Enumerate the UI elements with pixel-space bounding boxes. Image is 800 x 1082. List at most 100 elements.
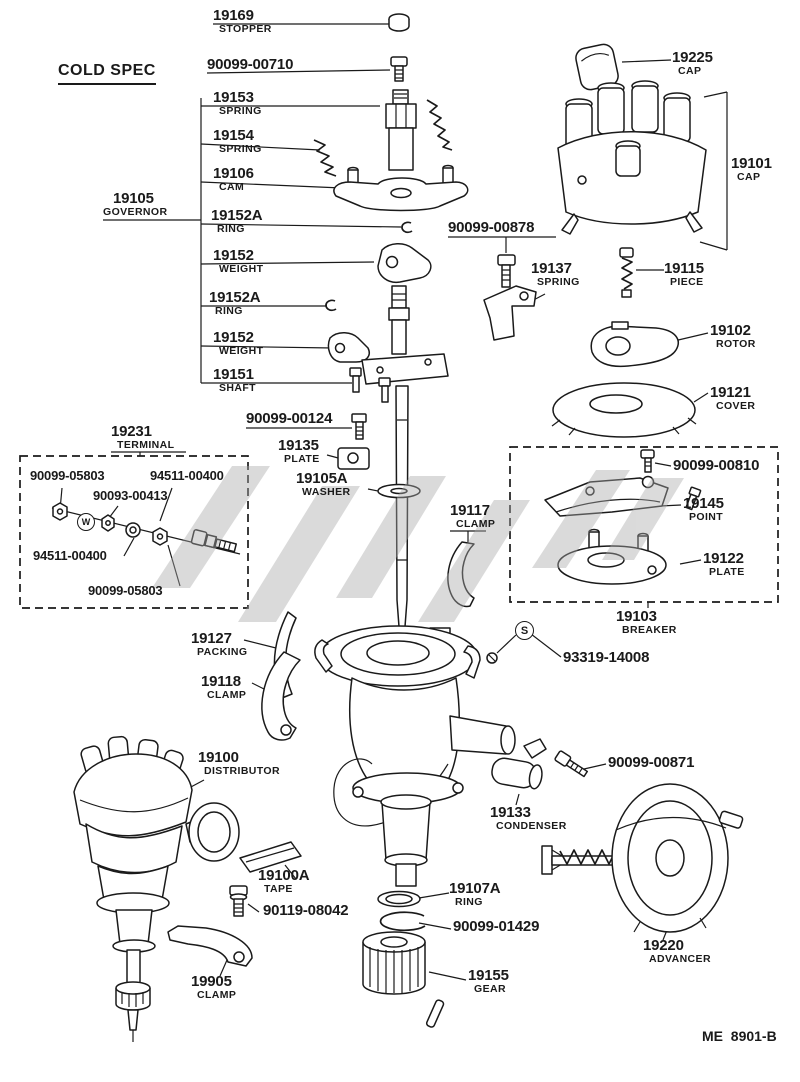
distributor-housing-drawing [314, 625, 516, 887]
rotor-19102-drawing [590, 321, 679, 368]
clamp-19117-drawing [447, 541, 475, 608]
label-94511-00400-lower: 94511-00400 [33, 549, 107, 563]
screw-breaker-second-drawing [685, 486, 702, 511]
part-name: WEIGHT [219, 262, 264, 275]
part-number: 19905 [191, 973, 232, 990]
part-number: 90099-05803 [30, 468, 105, 483]
screw-90099-00810-drawing [640, 449, 655, 473]
part-number: 90099-00124 [246, 410, 333, 427]
part-number: 19121 [710, 384, 751, 401]
terminal-kit-box [19, 455, 249, 609]
governor-weight-upper-drawing [377, 243, 432, 284]
part-name: PIECE [670, 275, 704, 288]
part-number: 94511-00400 [150, 468, 224, 483]
snap-ring-19152a-upper-drawing [401, 221, 413, 234]
part-number: 19127 [191, 630, 232, 647]
condenser-19133-drawing [491, 738, 547, 790]
part-number: 19115 [664, 260, 704, 277]
part-name: CAP [678, 64, 702, 77]
part-name: SHAFT [219, 381, 256, 394]
part-name: CAM [219, 180, 245, 193]
part-number: 19100 [198, 749, 239, 766]
bolt-90099-00710-drawing [390, 56, 408, 82]
carbon-piece-19115-drawing [619, 247, 634, 298]
part-number: 19137 [531, 260, 572, 277]
part-name: SPRING [219, 104, 262, 117]
part-number: 19155 [468, 967, 509, 984]
part-number: 19225 [672, 49, 713, 66]
clamp-19905-drawing [167, 925, 253, 967]
label-94511-00400-upper: 94511-00400 [150, 469, 224, 483]
part-name: COVER [716, 399, 756, 412]
part-number: 19153 [213, 89, 254, 106]
governor-weight-lower-drawing [327, 332, 370, 363]
part-number: 19106 [213, 165, 254, 182]
part-number: 19118 [201, 673, 241, 690]
cam-19106-drawing [333, 164, 469, 212]
pin-drawing [425, 999, 445, 1028]
part-name: PACKING [197, 645, 248, 658]
part-name: CLAMP [207, 688, 247, 701]
tape-19100a-drawing [239, 841, 302, 873]
part-name: SPRING [219, 142, 262, 155]
part-name: GEAR [474, 982, 506, 995]
label-90099-00810: 90099-00810 [673, 458, 759, 474]
part-number: 90099-00871 [608, 754, 695, 771]
circled-w-symbol: W [77, 513, 95, 531]
part-number: 19231 [111, 423, 152, 440]
watermark [152, 466, 684, 622]
part-number: 94511-00400 [33, 548, 107, 563]
spring-19154-drawing [313, 139, 337, 177]
part-name: STOPPER [219, 22, 272, 35]
circled-s-symbol: S [515, 621, 534, 640]
plate-19135-drawing [337, 447, 370, 470]
part-name: WEIGHT [219, 344, 264, 357]
part-number: 90093-00413 [93, 488, 168, 503]
breaker-kit-box [509, 446, 779, 603]
part-number: 19152A [211, 207, 263, 224]
part-name: CAP [737, 170, 761, 183]
breaker-plate-19122-drawing [557, 528, 667, 585]
part-number: 19103 [616, 608, 657, 625]
snap-ring-90099-01429-drawing [379, 911, 426, 932]
screw-90099-00871-drawing [554, 750, 589, 778]
bolt-90099-00878-drawing [497, 254, 516, 288]
terminal-hardware-drawing [52, 502, 238, 553]
part-number: 19122 [703, 550, 744, 567]
part-number: 19169 [213, 7, 254, 24]
part-number: 19154 [213, 127, 254, 144]
part-name: TERMINAL [117, 438, 175, 451]
part-number: 19105A [296, 470, 348, 487]
contact-point-19145-drawing [544, 475, 669, 517]
spring-19153-drawing [426, 99, 453, 151]
part-name: CONDENSER [496, 819, 567, 832]
spring-bracket-19137-drawing [483, 285, 537, 341]
cold-spec-heading: COLD SPEC [58, 62, 156, 85]
part-number: 90099-00810 [673, 457, 760, 474]
washer-19105a-drawing [377, 483, 421, 499]
part-name: DISTRIBUTOR [204, 764, 280, 777]
stopper-drawing [388, 13, 410, 32]
part-name: PLATE [709, 565, 745, 578]
part-number: 90099-01429 [453, 918, 540, 935]
part-name: ADVANCER [649, 952, 711, 965]
part-name: SPRING [537, 275, 580, 288]
